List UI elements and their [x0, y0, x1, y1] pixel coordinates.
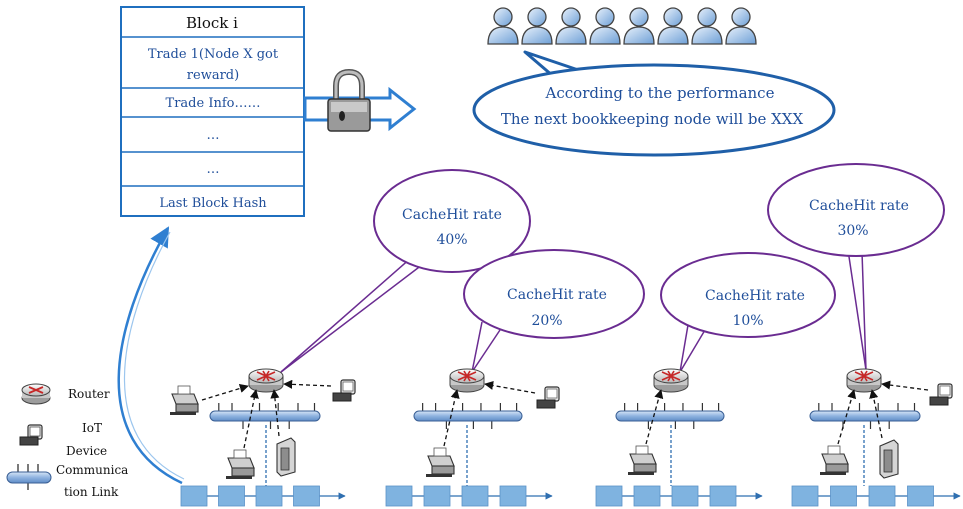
printer-icon — [820, 445, 849, 475]
chain-block — [791, 485, 819, 507]
network-3 — [595, 368, 763, 507]
cache-bubble-3-label: CacheHit rate — [705, 288, 805, 304]
padlock-icon — [327, 68, 371, 132]
printer-icon — [226, 449, 255, 479]
person-icon — [657, 7, 689, 45]
chain-segment — [595, 485, 763, 507]
chain-block — [461, 485, 489, 507]
person-icon — [521, 7, 553, 45]
node-crowd — [487, 7, 757, 45]
legend: Router IoT Device Communica tion Link — [6, 383, 128, 499]
computer-icon — [929, 383, 953, 406]
cache-bubble-1-label: CacheHit rate — [402, 207, 502, 223]
block-row-trade1: Trade 1(Node X got — [148, 47, 279, 62]
legend-iot-icon — [19, 424, 43, 446]
cache-bubble-1: CacheHit rate 40% — [280, 169, 531, 373]
person-icon — [555, 7, 587, 45]
network-2 — [385, 368, 560, 507]
person-icon — [589, 7, 621, 45]
chain-block — [385, 485, 413, 507]
cache-bubble-2-value: 20% — [531, 313, 562, 329]
cache-bubble-4: CacheHit rate 30% — [767, 163, 945, 371]
chain-block — [180, 485, 208, 507]
performance-announcement: According to the performance The next bo… — [472, 50, 836, 157]
chain-segment — [791, 485, 961, 507]
chain-block — [423, 485, 451, 507]
communication-link — [809, 403, 921, 429]
performance-line-2: The next bookkeeping node will be XXX — [501, 110, 804, 128]
cache-bubble-3: CacheHit rate 10% — [660, 252, 836, 373]
computer-icon — [536, 386, 560, 409]
communication-link — [209, 403, 321, 429]
block-row-trade-info: Trade Info…… — [166, 96, 261, 111]
legend-router-label: Router — [68, 387, 110, 401]
network-4 — [791, 368, 961, 507]
block-row-reward: reward) — [187, 68, 239, 83]
chain-block — [709, 485, 737, 507]
chain-block — [218, 485, 245, 507]
cache-bubble-1-value: 40% — [436, 232, 467, 248]
chain-segment — [180, 485, 346, 507]
chain-block — [907, 485, 934, 507]
chain-block — [595, 485, 623, 507]
printer-icon — [426, 447, 455, 477]
edge-networks — [170, 368, 961, 507]
block-table: Block i Trade 1(Node X got reward) Trade… — [120, 6, 305, 217]
server-icon — [879, 439, 899, 479]
chain-block — [671, 485, 699, 507]
chain-block — [868, 485, 896, 507]
chain-block — [255, 485, 283, 507]
cache-bubble-4-label: CacheHit rate — [809, 198, 909, 214]
cache-bubble-3-value: 10% — [732, 313, 763, 329]
cache-bubble-2: CacheHit rate 20% — [463, 249, 645, 373]
router-icon — [449, 368, 485, 393]
cache-bubble-4-value: 30% — [837, 223, 868, 239]
network-1 — [170, 368, 356, 507]
router-icon — [846, 368, 882, 393]
legend-iot-label-2: Device — [66, 444, 107, 458]
legend-link-icon — [6, 464, 52, 490]
communication-link — [413, 403, 523, 429]
person-icon — [725, 7, 757, 45]
legend-link-label-1: Communica — [56, 463, 128, 477]
block-row-ellipsis-2: … — [207, 162, 220, 177]
chain-block — [830, 485, 857, 507]
computer-icon — [332, 379, 356, 402]
person-icon — [691, 7, 723, 45]
server-icon — [276, 437, 296, 477]
person-icon — [487, 7, 519, 45]
block-title: Block i — [186, 14, 238, 32]
printer-icon — [170, 385, 199, 415]
legend-router-icon — [21, 383, 51, 405]
cache-bubble-2-label: CacheHit rate — [507, 287, 607, 303]
communication-link — [615, 403, 725, 429]
chain-segment — [385, 485, 553, 507]
chain-block — [293, 485, 320, 507]
block-row-ellipsis-1: … — [207, 128, 220, 143]
legend-iot-label-1: IoT — [82, 421, 102, 435]
block-row-last-hash: Last Block Hash — [159, 196, 267, 211]
router-icon — [248, 368, 284, 393]
router-icon — [653, 368, 689, 393]
chain-to-block-arrow — [117, 226, 183, 485]
performance-line-1: According to the performance — [545, 84, 775, 102]
chain-block — [633, 485, 661, 507]
printer-icon — [628, 445, 657, 475]
chain-block — [499, 485, 527, 507]
legend-link-label-2: tion Link — [64, 485, 119, 499]
person-icon — [623, 7, 655, 45]
